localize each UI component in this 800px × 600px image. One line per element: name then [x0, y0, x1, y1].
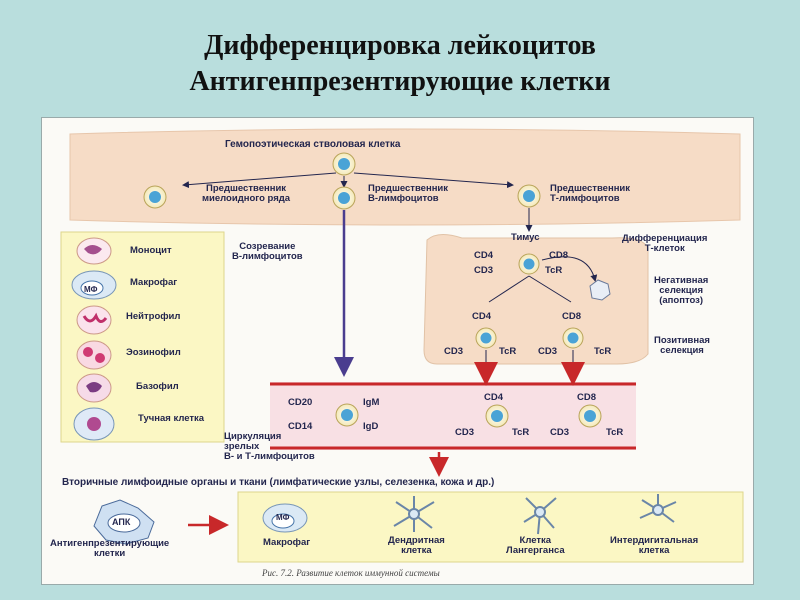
myeloid-cells	[71, 237, 117, 441]
b-precursor-label: Предшественник В-лимфоцитов	[368, 184, 448, 204]
thymus-cd4-lower: CD4	[472, 311, 492, 322]
diagram-graphics	[60, 128, 744, 563]
myeloid-label-macrophage: Макрофаг	[130, 277, 178, 288]
myeloid-label-neutrophil: Нейтрофил	[126, 311, 181, 322]
myeloid-label-basophil: Базофил	[136, 381, 179, 392]
langerhans-cell-shape	[523, 497, 557, 535]
t-precursor-nucleus	[523, 190, 535, 202]
b-precursor-line2: В-лимфоцитов	[368, 192, 439, 204]
thymus-tcr: TcR	[545, 265, 563, 276]
apc-type-langerhans: Клетка Лангерганса	[506, 536, 565, 556]
circ-cd3-cd4: CD3	[455, 427, 475, 438]
hsc-label: Гемопоэтическая стволовая клетка	[225, 139, 401, 150]
thymus-cd8-lower: CD8	[562, 311, 582, 322]
macrophage-abbr: МФ	[84, 285, 98, 294]
figure-caption: Рис. 7.2. Развитие клеток иммунной систе…	[262, 568, 440, 578]
thymus-cd3-cd8: CD3	[538, 346, 558, 357]
dendritic-cell-shape	[393, 496, 435, 532]
thymus-cd3-cd4: CD3	[444, 346, 464, 357]
neg-selection-line1: Негативная	[654, 275, 709, 286]
apc-type-langerhans-line2: Лангерганса	[506, 544, 565, 556]
circ-cd14: CD14	[288, 421, 313, 432]
thymus-cd8: CD8	[549, 250, 569, 261]
branch-cd8	[528, 275, 572, 303]
apc-type-interdigitating-line1: Интердигитальная	[610, 535, 699, 546]
neg-selection-line3: (апоптоз)	[659, 294, 704, 306]
circulation-line2: зрелых	[224, 440, 260, 452]
circ-cd20: CD20	[288, 397, 313, 408]
circ-tcr-cd4: TcR	[512, 427, 530, 438]
circ-igd: IgD	[363, 421, 379, 432]
neg-selection-line2: селекция	[659, 284, 704, 296]
apc-macrophage-abbr: МФ	[276, 513, 290, 522]
interdigitating-cell-shape	[639, 494, 677, 523]
myeloid-precursor-line1: Предшественник	[206, 183, 287, 194]
apc-abbr: АПК	[112, 517, 131, 527]
t-diff-label: Дифференциация Т-клеток	[622, 234, 707, 254]
apc-type-macrophage: Макрофаг	[263, 537, 311, 548]
thymus-tcr-cd8: TcR	[594, 346, 612, 357]
pos-selection-label: Позитивная селекция	[654, 336, 710, 356]
pos-selection-line2: селекция	[660, 344, 704, 356]
myeloid-panel	[60, 231, 225, 443]
title-line-2: Антигенпрезентирующие клетки	[189, 66, 611, 97]
circ-cd4: CD4	[484, 392, 504, 403]
thymus-tcr-cd4: TcR	[499, 346, 517, 357]
circulation-line1: Циркуляция	[224, 431, 282, 442]
myeloid-label-mast-cell: Тучная клетка	[138, 413, 205, 424]
circ-cd3-cd8: CD3	[550, 427, 570, 438]
apc-type-dendritic-line1: Дендритная	[388, 535, 445, 546]
apc-label-line1: Антигенпрезентирующие	[50, 538, 170, 549]
t-precursor-line1: Предшественник	[550, 183, 631, 194]
apoptotic-cell	[589, 279, 611, 301]
thymus-panel	[423, 234, 649, 365]
b-precursor-line1: Предшественник	[368, 183, 449, 194]
circ-igm: IgM	[363, 397, 380, 408]
apc-type-dendritic-line2: клетка	[401, 544, 432, 556]
apc-type-dendritic: Дендритная клетка	[388, 536, 445, 556]
t-precursor-line2: Т-лимфоцитов	[550, 192, 620, 204]
apc-label: Антигенпрезентирующие клетки	[50, 539, 169, 559]
stem-cell-nucleus	[338, 158, 350, 170]
arrow-to-t	[353, 172, 514, 189]
myeloid-precursor-nucleus	[149, 191, 161, 203]
apc-type-interdigitating: Интердигитальная клетка	[610, 536, 698, 556]
slide-title: Дифференцировка лейкоцитов Антигенпрезен…	[0, 28, 800, 100]
t-diff-line1: Дифференциация	[622, 233, 708, 244]
b-maturation-line2: В-лимфоцитов	[232, 250, 303, 262]
myeloid-precursor-line2: миелоидного ряда	[202, 192, 291, 204]
b-precursor-nucleus	[338, 192, 350, 204]
title-line-1: Дифференцировка лейкоцитов	[204, 30, 596, 61]
neg-selection-label: Негативная селекция (апоптоз)	[654, 276, 708, 306]
thymus-label: Тимус	[511, 232, 540, 243]
myeloid-label-monocyte: Моноцит	[130, 245, 172, 256]
apc-label-line2: клетки	[94, 547, 126, 559]
apc-type-langerhans-line1: Клетка	[519, 535, 552, 546]
b-maturation-label: Созревание В-лимфоцитов	[232, 242, 303, 262]
diagram-figure: Гемопоэтическая стволовая клетка Предшес…	[41, 117, 754, 585]
circulation-band	[270, 382, 636, 450]
circ-cd8: CD8	[577, 392, 597, 403]
thymus-cd3: CD3	[474, 265, 494, 276]
myeloid-label-eosinophil: Эозинофил	[126, 347, 181, 358]
pos-selection-line1: Позитивная	[654, 335, 710, 346]
arrow-to-apoptosis	[541, 256, 598, 282]
apc-nucleus	[107, 513, 141, 533]
apc-type-interdigitating-line2: клетка	[638, 544, 670, 556]
circulation-line3: В- и Т-лимфоцитов	[224, 450, 315, 462]
circulation-label: Циркуляция зрелых В- и Т-лимфоцитов	[224, 432, 315, 462]
secondary-organs-label: Вторичные лимфоидные органы и ткани (лим…	[62, 477, 495, 488]
t-diff-line2: Т-клеток	[644, 242, 685, 254]
t-precursor-label: Предшественник Т-лимфоцитов	[550, 184, 630, 204]
arrow-to-myeloid	[182, 172, 337, 189]
circ-tcr-cd8: TcR	[606, 427, 624, 438]
b-maturation-line1: Созревание	[239, 241, 296, 252]
branch-cd4	[488, 275, 530, 303]
thymus-cd4: CD4	[474, 250, 494, 261]
myeloid-precursor-label: Предшественник миелоидного ряда	[202, 184, 290, 204]
